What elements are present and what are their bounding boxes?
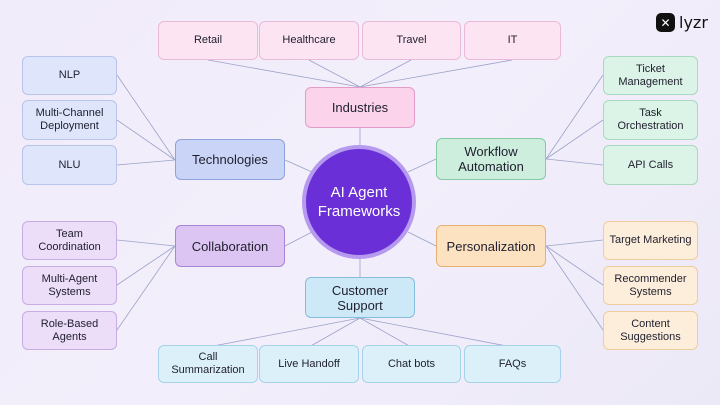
category-customer-support: Customer Support: [305, 277, 415, 318]
item-healthcare: Healthcare: [259, 21, 359, 60]
item-live-handoff: Live Handoff: [259, 345, 359, 383]
category-collaboration: Collaboration: [175, 225, 285, 267]
item-nlu: NLU: [22, 145, 117, 185]
item-recommender-systems: Recommender Systems: [603, 266, 698, 305]
category-industries: Industries: [305, 87, 415, 128]
item-nlp: NLP: [22, 56, 117, 95]
center-node: AI Agent Frameworks: [302, 145, 416, 259]
lyzr-logo-icon: ✕: [656, 13, 675, 32]
item-task-orchestration: Task Orchestration: [603, 100, 698, 140]
item-chat-bots: Chat bots: [362, 345, 461, 383]
item-travel: Travel: [362, 21, 461, 60]
item-team-coordination: Team Coordination: [22, 221, 117, 260]
item-api-calls: API Calls: [603, 145, 698, 185]
item-multi-channel-deployment: Multi-Channel Deployment: [22, 100, 117, 140]
item-multi-agent-systems: Multi-Agent Systems: [22, 266, 117, 305]
item-retail: Retail: [158, 21, 258, 60]
item-content-suggestions: Content Suggestions: [603, 311, 698, 350]
brand-logo: ✕ lyzr: [656, 13, 708, 32]
category-personalization: Personalization: [436, 225, 546, 267]
item-faqs: FAQs: [464, 345, 561, 383]
item-call-summarization: Call Summarization: [158, 345, 258, 383]
category-technologies: Technologies: [175, 139, 285, 180]
item-it: IT: [464, 21, 561, 60]
item-role-based-agents: Role-Based Agents: [22, 311, 117, 350]
category-workflow-automation: Workflow Automation: [436, 138, 546, 180]
item-ticket-management: Ticket Management: [603, 56, 698, 95]
item-target-marketing: Target Marketing: [603, 221, 698, 260]
brand-name: lyzr: [679, 13, 708, 32]
